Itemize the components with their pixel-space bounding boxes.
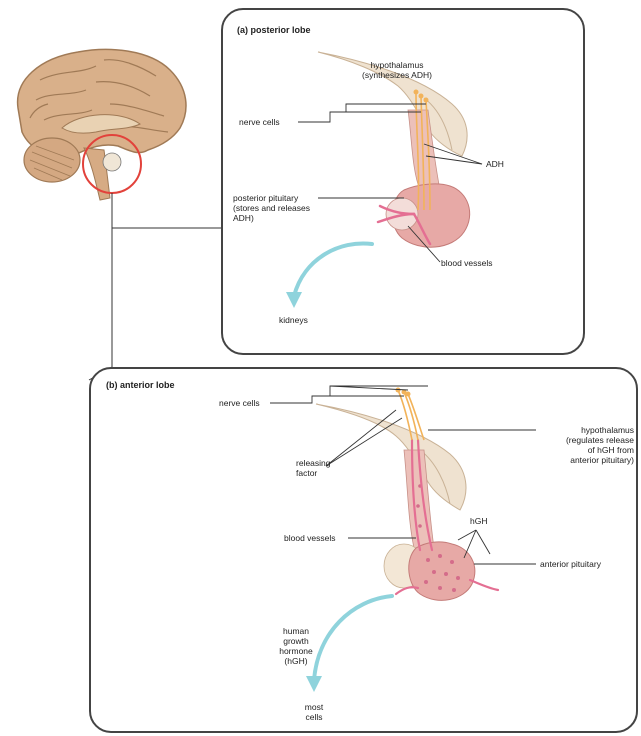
anterior-pituitary-label: anterior pituitary bbox=[540, 559, 601, 569]
growth-hormone-label: human growth hormone (hGH) bbox=[266, 626, 326, 666]
hgh-label: hGH bbox=[470, 516, 487, 526]
blood-vessels-label: blood vessels bbox=[284, 533, 336, 543]
hypothalamus-label: hypothalamus (regulates release of hGH f… bbox=[534, 425, 634, 465]
releasing-factor-label: releasing factor bbox=[296, 458, 331, 478]
panel-b-title: (b) anterior lobe bbox=[106, 380, 175, 390]
nerve-cells-label: nerve cells bbox=[219, 398, 260, 408]
hypothalamus-note: (regulates release bbox=[534, 435, 634, 445]
most-cells-label: most cells bbox=[294, 702, 334, 722]
